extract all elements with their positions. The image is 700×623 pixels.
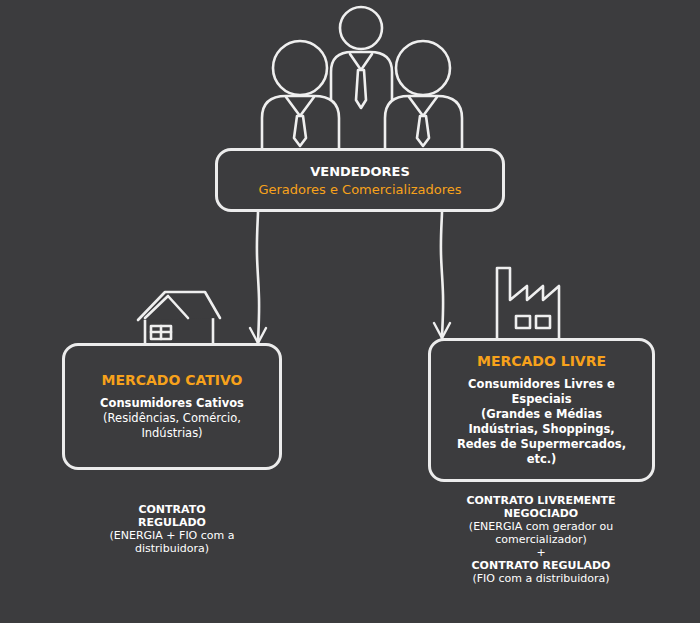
flow-arrow — [257, 212, 259, 343]
contract-type: CONTRATO REGULADO — [466, 559, 616, 572]
house-icon — [138, 292, 220, 346]
box-body: (Grandes e Médias Indústrias, Shoppings,… — [449, 407, 634, 467]
box-subheading: Geradores e Comercializadores — [258, 182, 461, 197]
contract-type: CONTRATO REGULADO — [107, 503, 237, 529]
box-body-heading: Consumidores Livres e Especiais — [443, 377, 640, 407]
factory-icon — [497, 268, 559, 340]
seller-figure — [385, 41, 462, 150]
flow-arrow — [441, 212, 443, 338]
contract-detail: (ENERGIA + FIO com a distribuidora) — [107, 529, 237, 555]
box-body: (Residências, Comércio, Indústrias) — [97, 411, 247, 441]
sellers-box: VENDEDORES Geradores e Comercializadores — [215, 148, 505, 212]
seller-figure — [262, 41, 339, 150]
contract-caption: CONTRATO LIVREMENTE NEGOCIADO(ENERGIA co… — [466, 494, 616, 585]
contract-caption: CONTRATO REGULADO(ENERGIA + FIO com a di… — [107, 503, 237, 555]
free-market-box: MERCADO LIVRE Consumidores Livres e Espec… — [428, 338, 655, 482]
box-heading: VENDEDORES — [310, 164, 410, 179]
contract-detail: (FIO com a distribuidora) — [466, 572, 616, 585]
contract-type: CONTRATO LIVREMENTE NEGOCIADO — [466, 494, 616, 520]
contract-detail: + — [466, 546, 616, 559]
box-heading: MERCADO LIVRE — [477, 353, 606, 369]
box-body-heading: Consumidores Cativos — [100, 396, 244, 411]
contract-detail: (ENERGIA com gerador ou comercializador) — [466, 520, 616, 546]
captive-market-box: MERCADO CATIVO Consumidores Cativos(Resid… — [62, 343, 282, 470]
box-heading: MERCADO CATIVO — [101, 372, 242, 388]
